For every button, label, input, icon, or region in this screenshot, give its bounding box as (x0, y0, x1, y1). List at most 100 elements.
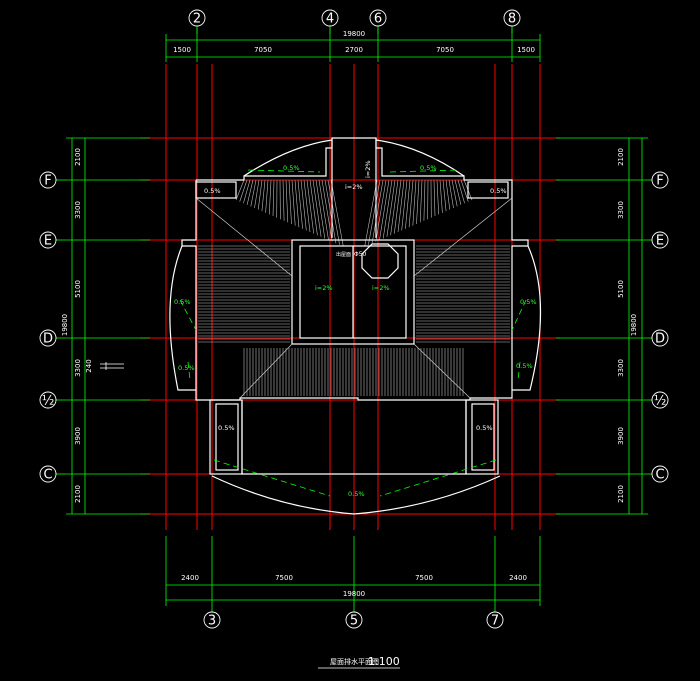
right-dim-4: 3300 (617, 359, 625, 377)
hatch-top-right (413, 180, 416, 226)
slope-note-roof-left: i=2% (315, 284, 333, 292)
hatch-top-right (391, 180, 398, 235)
bottom-dim-2: 7500 (275, 574, 293, 582)
axis-bubble-right-label: ½ (654, 394, 667, 409)
vent-octagon (362, 244, 398, 278)
slope-note-corner-right: 0.5% (490, 187, 507, 195)
slope-arrow (214, 460, 330, 496)
slope-note-left: 0.5% (174, 298, 191, 306)
axis-bubble-left-label: F (44, 174, 51, 189)
slope-note-stair-vertical: i=2% (364, 160, 372, 178)
slope-note-top-left: 0.5% (283, 164, 300, 172)
axis-bubble-right-label: E (656, 234, 664, 249)
slope-note-stair: i=2% (345, 183, 363, 191)
left-dim-5: 3900 (74, 427, 82, 445)
slope-note-top-right: 0.5% (420, 164, 437, 172)
building-outline (170, 138, 541, 514)
tiny-label: 出屋面 (336, 251, 351, 258)
shaft-label: Φ50 (354, 251, 367, 258)
hatch-top-left (283, 180, 284, 221)
right-total-dim: 19800 (630, 314, 638, 336)
left-dim-4: 3300 (74, 359, 82, 377)
right-dim-2: 3300 (617, 201, 625, 219)
left-dim-2: 3300 (74, 201, 82, 219)
bottom-dim-4: 2400 (509, 574, 527, 582)
section-arrow (100, 362, 124, 370)
hatch-top-left (295, 180, 299, 227)
bottom-dim-3: 7500 (415, 574, 433, 582)
axis-bubble-top-label: 6 (374, 12, 382, 27)
left-dim-1: 2100 (74, 148, 82, 166)
hatch-top-left (292, 180, 295, 226)
hatch-top-right (440, 180, 442, 213)
left-extra-dim: 240 (85, 359, 93, 372)
bottom-total-dim: 19800 (343, 590, 365, 598)
hatch-top-left (243, 180, 250, 203)
left-total-dim: 19800 (61, 314, 69, 336)
hatch-top-right (424, 180, 425, 221)
axis-bubble-top-label: 4 (326, 12, 334, 27)
hatch-top-left (289, 180, 292, 224)
hatch-top-left (310, 180, 317, 235)
hatch-top-left (304, 180, 310, 232)
axis-bubble-left-label: ½ (42, 394, 55, 409)
light-well-left (210, 400, 242, 474)
axis-bubble-top-label: 2 (193, 12, 201, 27)
hatch-top-right (409, 180, 413, 227)
slope-note-left-low: 0.5% (178, 364, 195, 372)
right-dim-3: 5100 (617, 280, 625, 298)
hatch-top-right (437, 180, 439, 214)
light-well-right-inner (472, 404, 494, 470)
light-well-left-inner (216, 404, 238, 470)
top-dim-1: 1500 (173, 46, 191, 54)
top-dim-3: 2700 (345, 46, 363, 54)
slope-note-roof-right: i=2% (372, 284, 390, 292)
slope-note-right-low: 0.5% (516, 362, 533, 370)
hatch-top-right (461, 180, 468, 202)
left-dim-3: 5100 (74, 280, 82, 298)
bottom-dim-1: 2400 (181, 574, 199, 582)
top-dim-2: 7050 (254, 46, 272, 54)
top-dim-5: 1500 (517, 46, 535, 54)
axis-bubble-left-label: D (43, 332, 53, 347)
hatch-top-left (240, 180, 247, 202)
hatch-top-left (273, 180, 274, 216)
left-dim-6: 2100 (74, 485, 82, 503)
axis-bubble-bottom-label: 7 (491, 614, 499, 629)
axis-bubble-left-label: C (43, 468, 52, 483)
hatch-top-left (331, 180, 343, 246)
axis-bubble-right-label: F (656, 174, 663, 189)
hatch-top-left (262, 180, 265, 211)
hatch-top-right (443, 180, 446, 211)
axis-bubble-right-label: C (655, 468, 664, 483)
top-total-dim: 19800 (343, 30, 365, 38)
right-dim-1: 2100 (617, 148, 625, 166)
hatch-top-left (269, 180, 271, 214)
hatch-top-right (394, 180, 401, 234)
slope-note-box-right: 0.5% (476, 424, 493, 432)
hatch-top-right (420, 180, 422, 222)
slope-note-box-left: 0.5% (218, 424, 235, 432)
hatch-top-right (417, 180, 420, 224)
axis-bubble-bottom-label: 5 (350, 614, 358, 629)
hatch-top-left (258, 180, 262, 210)
top-dim-4: 7050 (436, 46, 454, 54)
hatch-top-left (236, 180, 244, 200)
hatch-top-left (266, 180, 268, 213)
drawing-scale: 1:100 (368, 655, 400, 668)
hatch-top-right (446, 180, 450, 210)
axis-bubble-left-label: E (44, 234, 52, 249)
hatch-top-right (365, 180, 377, 246)
hatch-top-right (398, 180, 404, 232)
hatch-top-left (307, 180, 314, 234)
hatch-top-left (286, 180, 288, 222)
slope-note-bottom: 0.5% (348, 490, 365, 498)
slope-note-corner-left: 0.5% (204, 187, 221, 195)
slope-note-right: 0.5% (520, 298, 537, 306)
hatch-top-right (434, 180, 435, 216)
hatch-top-right (458, 180, 465, 203)
axis-bubble-bottom-label: 3 (208, 614, 216, 629)
right-dim-6: 2100 (617, 485, 625, 503)
